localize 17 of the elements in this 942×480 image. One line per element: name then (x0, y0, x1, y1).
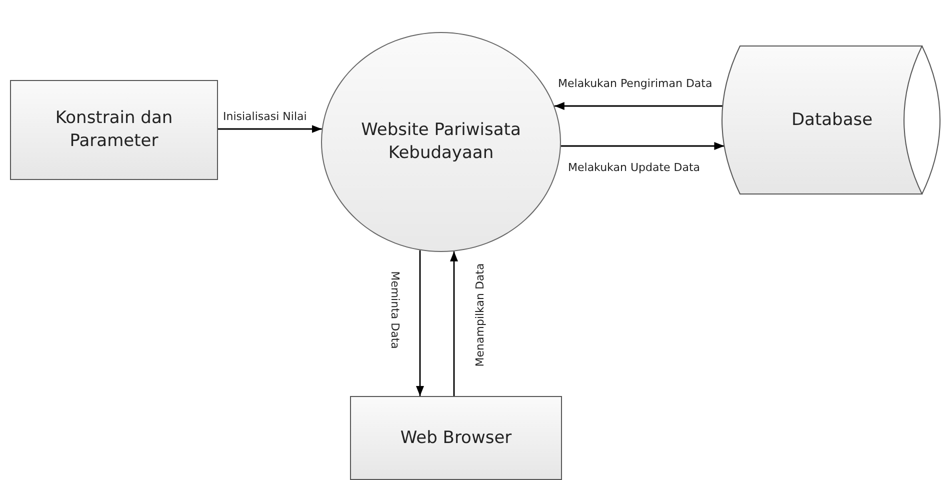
edge-label: Menampilkan Data (473, 262, 487, 368)
node-label: Website Pariwisata Kebudayaan (360, 119, 522, 165)
edge-label: Melakukan Pengiriman Data (557, 77, 714, 90)
arrow (218, 125, 322, 133)
arrow (450, 251, 458, 396)
node-label: Web Browser (400, 426, 512, 450)
entity-box (350, 396, 562, 480)
edge-label: Melakukan Update Data (567, 161, 702, 174)
arrow (560, 142, 724, 150)
arrow (416, 250, 424, 396)
edge-label: Inisialisasi Nilai (222, 110, 308, 124)
database-cylinder (722, 46, 942, 194)
node-label: Database (791, 108, 873, 132)
edge-label: Meminta Data (388, 270, 402, 350)
node-label: Konstrain dan Parameter (54, 107, 174, 153)
entity-box (10, 80, 218, 180)
arrow (554, 102, 723, 110)
